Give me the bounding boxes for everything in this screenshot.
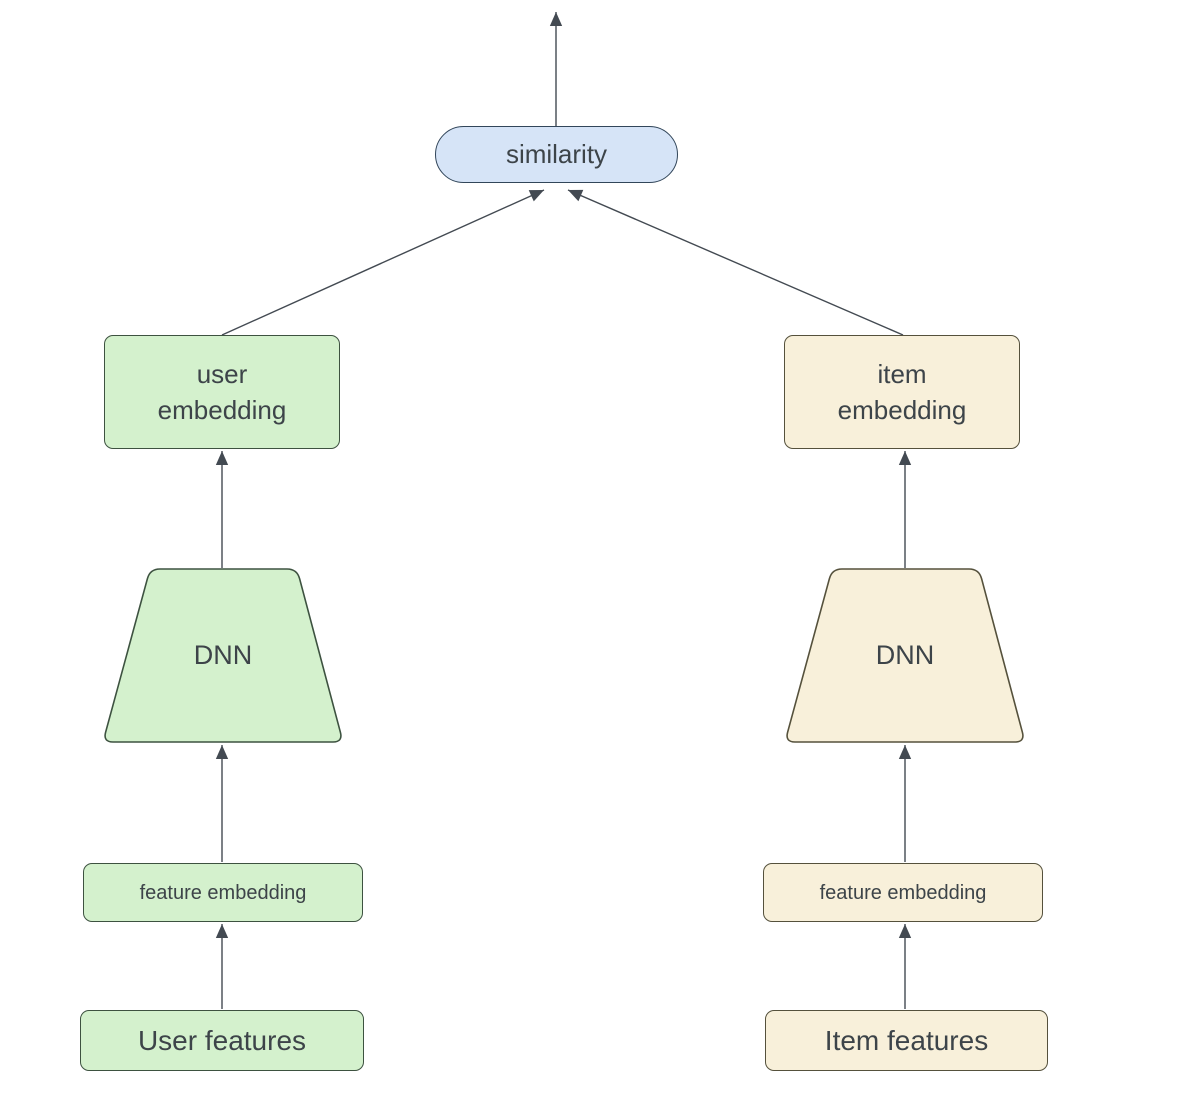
item-dnn-node: DNN xyxy=(785,569,1025,742)
user-feature-embedding-label: feature embedding xyxy=(139,881,307,904)
arrow-item-embedding-to-similarity xyxy=(567,189,904,336)
item-dnn-label: DNN xyxy=(875,639,935,670)
user-embedding-label-line2: embedding xyxy=(157,395,287,425)
arrow-user-embedding-to-similarity xyxy=(221,189,545,336)
user-dnn-node: DNN xyxy=(103,569,343,742)
item-features-node: Item features xyxy=(765,1010,1048,1071)
similarity-label: similarity xyxy=(505,139,608,170)
similarity-node: similarity xyxy=(435,126,678,183)
user-feature-embedding-node: feature embedding xyxy=(83,863,363,922)
user-dnn-label: DNN xyxy=(193,639,253,670)
item-embedding-label-line1: item xyxy=(877,358,927,389)
item-embedding-node: item embedding xyxy=(784,335,1020,449)
item-dnn-shape xyxy=(786,568,1024,743)
item-embedding-label-line2: embedding xyxy=(837,395,967,425)
user-embedding-label-line1: user xyxy=(196,358,248,389)
user-dnn-shape xyxy=(104,568,342,743)
item-feature-embedding-label: feature embedding xyxy=(819,881,987,904)
item-features-label: Item features xyxy=(824,1024,989,1056)
user-embedding-node: user embedding xyxy=(104,335,340,449)
user-features-label: User features xyxy=(137,1024,307,1056)
item-feature-embedding-node: feature embedding xyxy=(763,863,1043,922)
user-features-node: User features xyxy=(80,1010,364,1071)
